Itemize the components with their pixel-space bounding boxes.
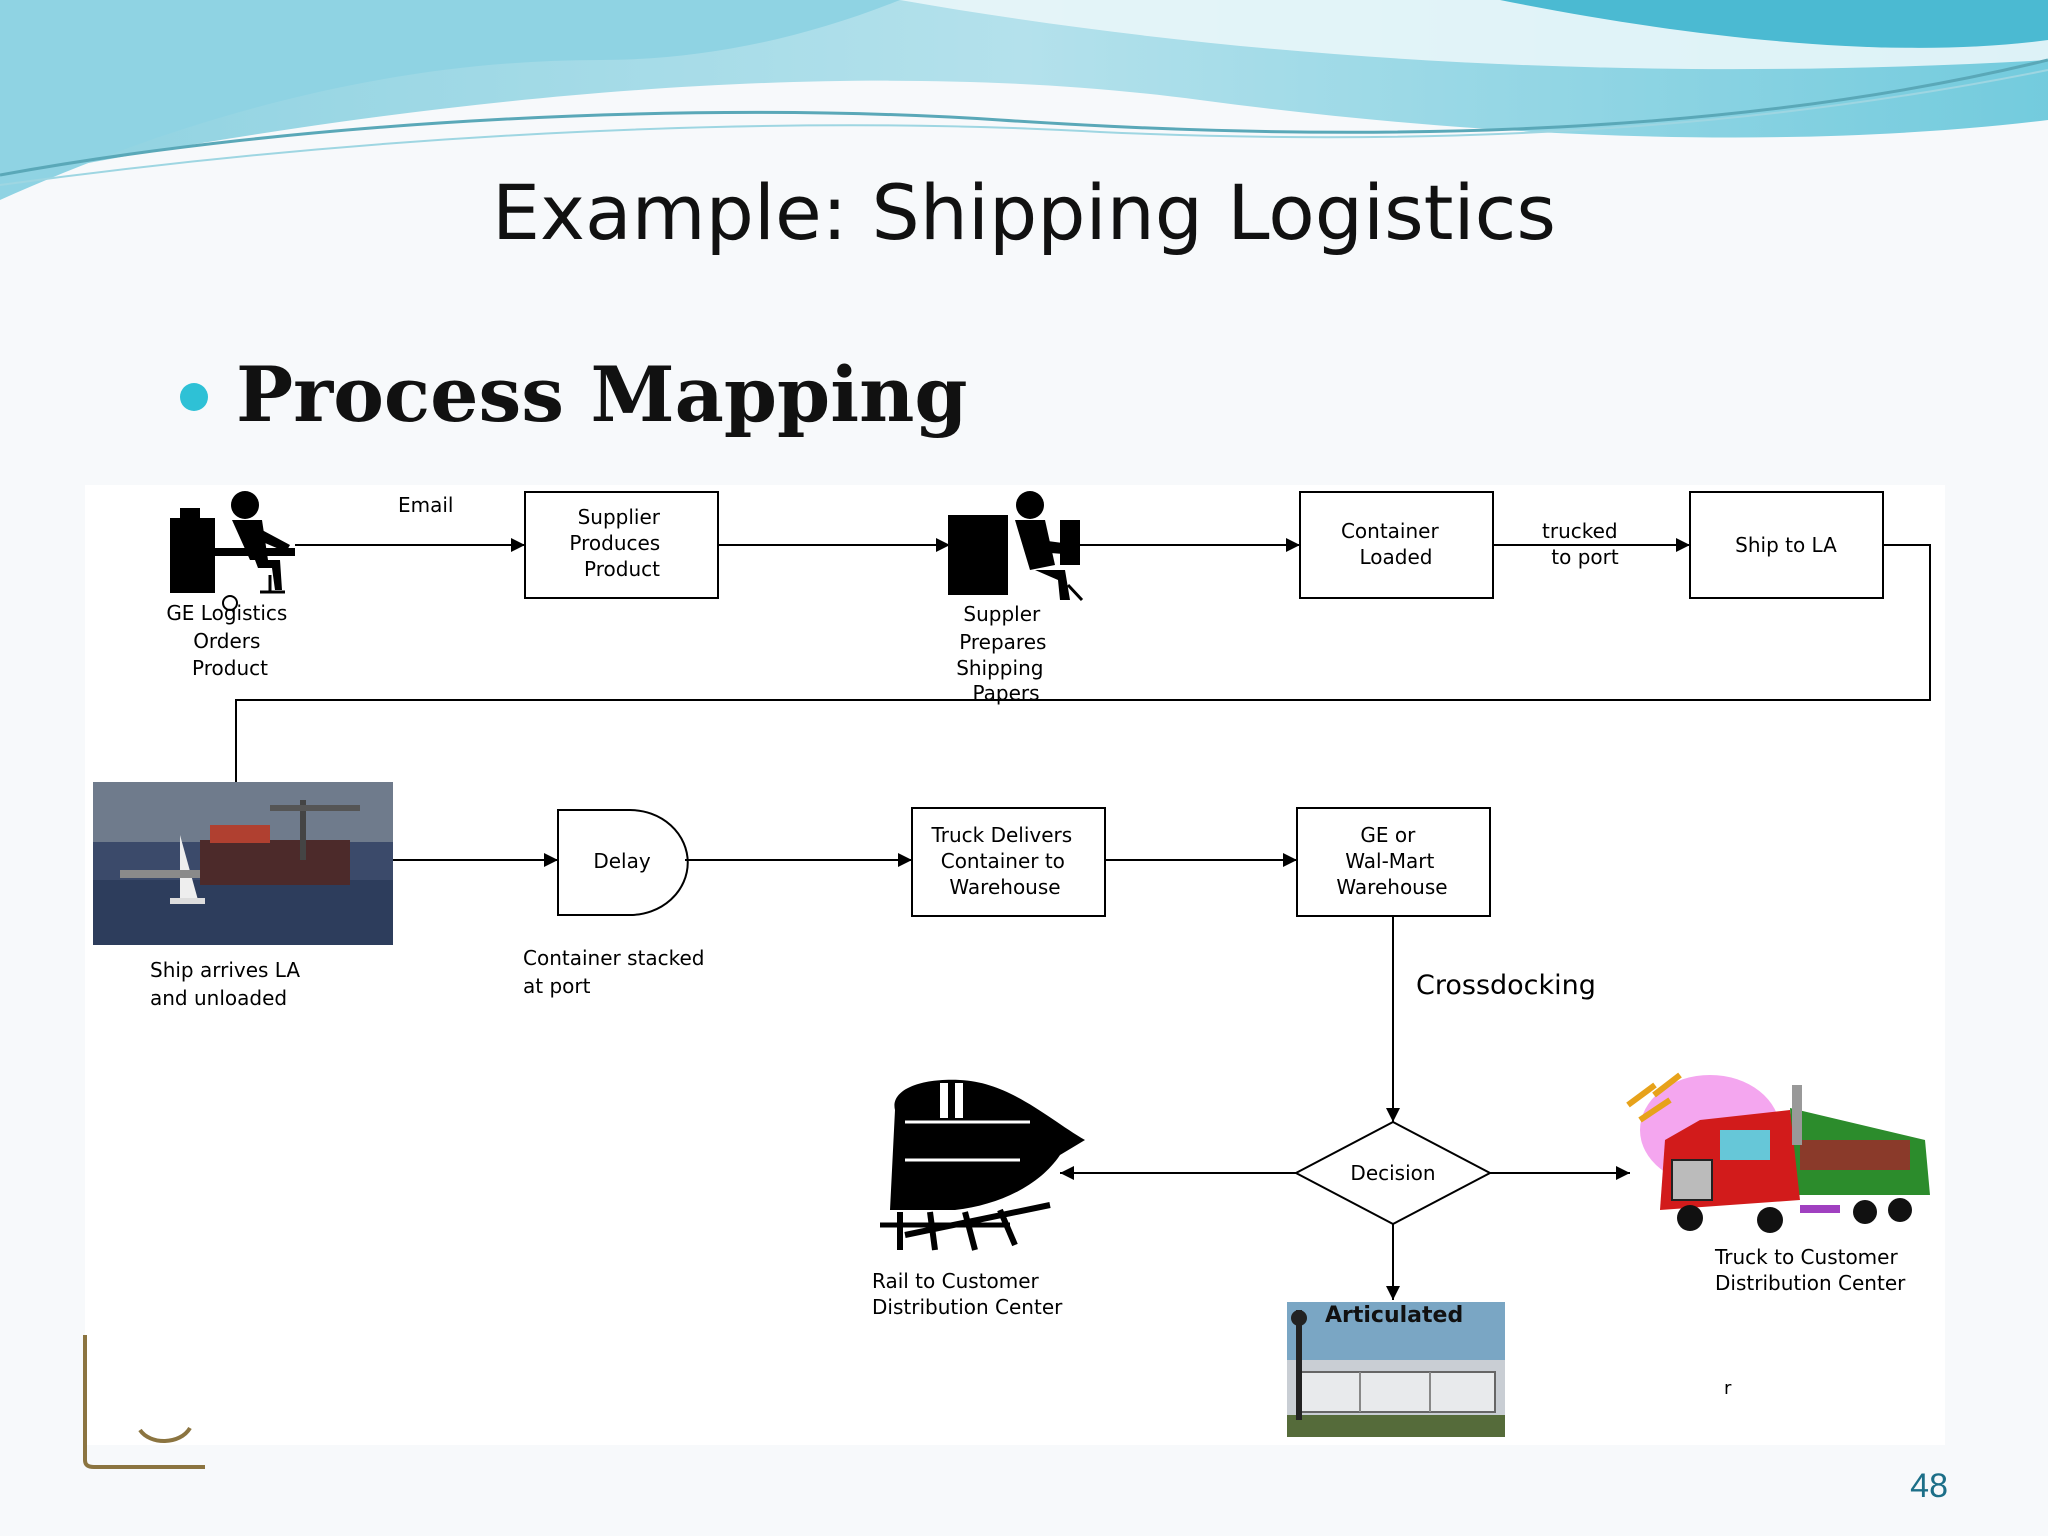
bullet-dot-icon — [180, 383, 208, 411]
container-loaded-label: Container Loaded — [1341, 519, 1445, 569]
truck-delivers-label: Truck Delivers Container to Warehouse — [930, 823, 1078, 899]
slide-title: Example: Shipping Logistics — [492, 168, 1556, 257]
diagram-panel — [85, 485, 1945, 1445]
crossdocking-label: Crossdocking — [1416, 970, 1596, 1001]
delay-shape — [557, 809, 689, 916]
email-label: Email — [398, 493, 454, 517]
container-loaded-box — [1299, 491, 1494, 599]
articulated-label: Articulated — [1325, 1303, 1463, 1328]
container-stacked-caption: Container stacked at port — [523, 946, 711, 998]
ship-to-la-label: Ship to LA — [1735, 533, 1837, 557]
ship-in-port-photo — [93, 782, 393, 945]
ship-arrives-caption: Ship arrives LA and unloaded — [150, 958, 306, 1010]
connector-ship-to-arrival — [235, 544, 1931, 782]
supplier-prepares-caption: Suppler Prepares Shipping Papers — [956, 602, 1053, 705]
semi-truck-icon — [1626, 1072, 1930, 1233]
supplier-produces-label: Supplier Produces Product — [569, 505, 666, 581]
decision-label: Decision — [1350, 1161, 1435, 1185]
bullet-text: Process Mapping — [236, 350, 968, 439]
ge-logistics-caption: GE Logistics Orders Product — [166, 601, 293, 680]
warehouse-label: GE or Wal-Mart Warehouse — [1336, 823, 1447, 899]
articulated-train-photo: Articulated — [1287, 1302, 1505, 1437]
truck-delivers-box — [911, 807, 1106, 917]
truck-caption: Truck to Customer Distribution Center — [1714, 1245, 1906, 1295]
supplier-clerk-icon — [948, 491, 1084, 602]
header-wave-decoration — [0, 0, 2048, 200]
warehouse-box — [1296, 807, 1491, 917]
rail-caption: Rail to Customer Distribution Center — [872, 1269, 1063, 1319]
stray-mark: r — [1724, 1378, 1732, 1399]
page-number: 48 — [1910, 1467, 1948, 1505]
ship-to-la-box — [1689, 491, 1884, 599]
person-at-desk-icon — [170, 491, 295, 611]
train-icon — [880, 1079, 1085, 1251]
delay-label: Delay — [593, 849, 651, 873]
corner-bracket-decoration — [83, 1335, 205, 1469]
trucked-to-port-label: trucked to port — [1542, 519, 1624, 569]
